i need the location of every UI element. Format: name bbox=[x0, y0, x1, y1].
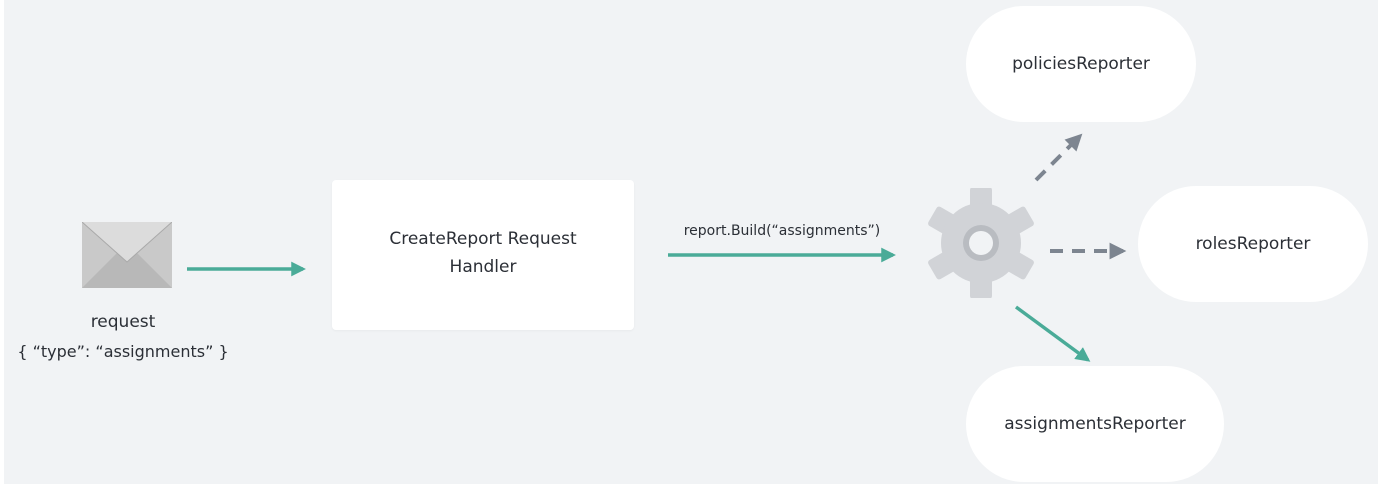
arrow-gear-to-policies-reporter bbox=[1034, 133, 1083, 182]
roles-reporter-node: rolesReporter bbox=[1138, 186, 1368, 302]
assignments-reporter-label: assignmentsReporter bbox=[1004, 414, 1186, 434]
policies-reporter-node: policiesReporter bbox=[966, 6, 1196, 122]
envelope-icon bbox=[81, 221, 173, 288]
handler-label: CreateReport Request Handler bbox=[389, 229, 577, 277]
gear-icon bbox=[926, 187, 1036, 299]
request-label: request bbox=[90, 312, 156, 332]
handler-node: CreateReport Request Handler bbox=[332, 180, 634, 330]
policies-reporter-label: policiesReporter bbox=[1012, 54, 1150, 74]
arrow-gear-to-assignments-reporter bbox=[1014, 305, 1091, 362]
build-call-label: report.Build(“assignments”) bbox=[683, 223, 881, 239]
roles-reporter-label: rolesReporter bbox=[1195, 234, 1311, 254]
assignments-reporter-node: assignmentsReporter bbox=[966, 366, 1224, 482]
request-payload: { “type”: “assignments” } bbox=[17, 342, 229, 361]
